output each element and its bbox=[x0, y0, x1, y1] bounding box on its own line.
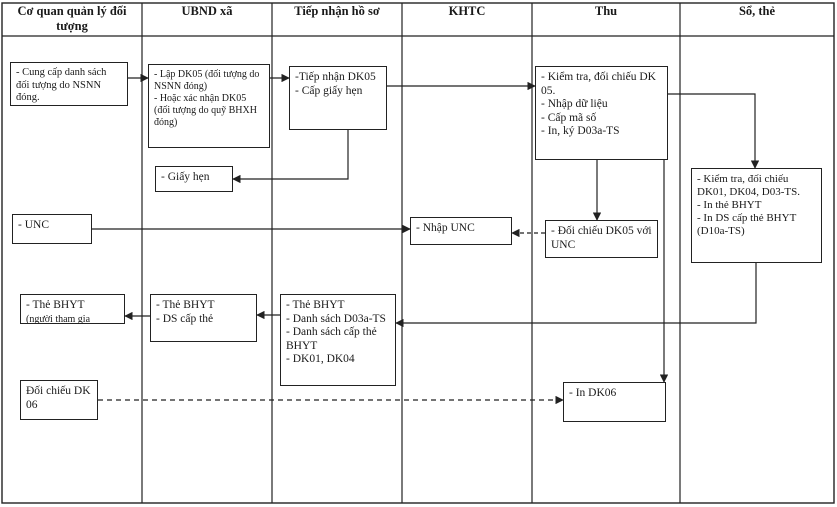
node-line: - Giấy hẹn bbox=[161, 171, 210, 183]
arrow-sothe-to-thebhyt3 bbox=[395, 263, 757, 328]
node-the-bhyt-nguoi: - Thẻ BHYT (người tham gia bbox=[20, 294, 125, 324]
node-line: - Thẻ BHYT bbox=[26, 299, 85, 311]
node-line: - UNC bbox=[18, 219, 49, 231]
node-line: - Thẻ BHYT bbox=[286, 299, 345, 311]
node-line: - In DS cấp thẻ BHYT (D10a-TS) bbox=[697, 212, 797, 237]
node-so-the-kiem-tra: - Kiểm tra, đối chiếu DK01, DK04, D03-TS… bbox=[691, 168, 822, 263]
node-line: - Cấp mã số bbox=[541, 111, 597, 124]
node-line: - DS cấp thẻ bbox=[156, 312, 214, 325]
node-line: - Danh sách D03a-TS bbox=[286, 312, 386, 325]
node-the-bhyt-danh-sach: - Thẻ BHYT - Danh sách D03a-TS - Danh sá… bbox=[280, 294, 396, 386]
node-in-dk06: - In DK06 bbox=[563, 382, 666, 422]
node-line: - Cung cấp danh sách đối tượng do NSNN đ… bbox=[16, 67, 107, 103]
node-line: - Lập DK05 (đối tượng do NSNN đóng) bbox=[154, 69, 260, 92]
node-line: -Tiếp nhận DK05 bbox=[295, 71, 376, 83]
node-doi-chieu-dk05: - Đối chiếu DK05 với UNC bbox=[545, 220, 658, 258]
node-line: - Hoặc xác nhận DK05 (đối tượng do quỹ B… bbox=[154, 93, 257, 128]
node-line: - Cấp giấy hẹn bbox=[295, 84, 363, 97]
node-line: - Nhập UNC bbox=[416, 222, 475, 234]
node-tiep-nhan-dk05: -Tiếp nhận DK05 - Cấp giấy hẹn bbox=[289, 66, 387, 130]
node-kiem-tra-dk05: - Kiểm tra, đối chiếu DK 05. - Nhập dữ l… bbox=[535, 66, 668, 160]
node-unc: - UNC bbox=[12, 214, 92, 244]
lane-header-thu: Thu bbox=[594, 4, 618, 18]
node-line: - Kiểm tra, đối chiếu DK01, DK04, D03-TS… bbox=[697, 173, 800, 198]
node-line: - In, ký D03a-TS bbox=[541, 125, 620, 137]
lane-header-ubnd-xa: UBND xã bbox=[181, 4, 233, 18]
lane-header-co-quan: Cơ quan quản lý đối tượng bbox=[17, 4, 127, 33]
node-giay-hen: - Giấy hẹn bbox=[155, 166, 233, 192]
arrow-kiemtra-to-sothe bbox=[668, 93, 760, 169]
node-provide-list: - Cung cấp danh sách đối tượng do NSNN đ… bbox=[10, 62, 128, 106]
node-doi-chieu-dk06: Đối chiếu DK 06 bbox=[20, 380, 98, 420]
node-line: - Danh sách cấp thẻ BHYT bbox=[286, 326, 377, 352]
node-line: - Kiểm tra, đối chiếu DK 05. bbox=[541, 71, 656, 97]
node-nhap-unc: - Nhập UNC bbox=[410, 217, 512, 245]
node-line: - In thẻ BHYT bbox=[697, 199, 762, 211]
arrow-tiepnhan-to-giayhen bbox=[232, 130, 349, 184]
node-line: - Đối chiếu DK05 với UNC bbox=[551, 225, 652, 251]
node-line: - Thẻ BHYT bbox=[156, 299, 215, 311]
node-the-bhyt-ds: - Thẻ BHYT - DS cấp thẻ bbox=[150, 294, 257, 342]
node-line: - DK01, DK04 bbox=[286, 353, 355, 365]
node-line: - In DK06 bbox=[569, 387, 617, 399]
node-line: (người tham gia bbox=[26, 313, 91, 324]
lane-header-tiep-nhan: Tiếp nhận hồ sơ bbox=[294, 4, 380, 18]
node-line: Đối chiếu DK 06 bbox=[26, 385, 91, 411]
lane-header-so-the: Sổ, thẻ bbox=[738, 4, 776, 18]
lane-header-khtc: KHTC bbox=[448, 4, 486, 18]
node-lap-dk05: - Lập DK05 (đối tượng do NSNN đóng) - Ho… bbox=[148, 64, 270, 148]
node-line: - Nhập dữ liệu bbox=[541, 98, 608, 110]
